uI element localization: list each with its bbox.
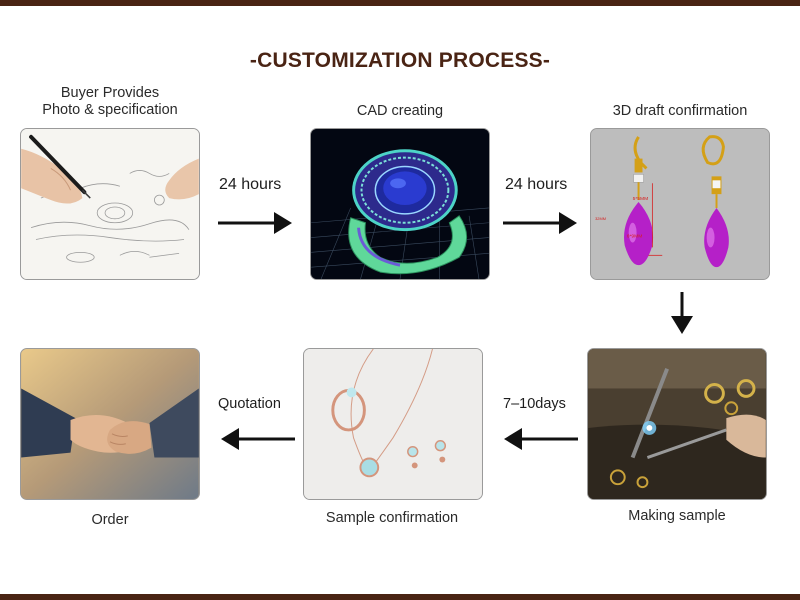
step-label-cad-creating: CAD creating	[356, 103, 444, 119]
jewelry-set-illustration	[304, 349, 482, 499]
step-label-buyer-provides: Buyer Provides Photo & specification	[20, 85, 200, 119]
dim-label-3: 32MM	[595, 216, 606, 221]
duration-step4-to-5: 7–10days	[503, 396, 566, 412]
top-band	[0, 0, 800, 6]
sketch-illustration	[21, 129, 199, 279]
image-handshake	[20, 348, 200, 500]
image-buyer-sketch	[20, 128, 200, 280]
image-making-sample	[587, 348, 767, 500]
arrow-left-icon	[502, 426, 578, 452]
step-label-sample-confirmation: Sample confirmation	[325, 510, 459, 526]
page-title: -CUSTOMIZATION PROCESS-	[249, 49, 551, 72]
step-label-3d-draft: 3D draft confirmation	[612, 103, 748, 119]
step-label-line2: Photo & specification	[42, 102, 178, 118]
duration-step1-to-2: 24 hours	[219, 176, 282, 193]
duration-step2-to-3: 24 hours	[505, 176, 568, 193]
arrow-down-icon	[669, 292, 695, 336]
arrow-right-icon	[218, 210, 294, 236]
step-label-order: Order	[91, 512, 129, 528]
duration-step5-to-6: Quotation	[218, 396, 281, 412]
arrow-right-icon	[503, 210, 579, 236]
arrow-left-icon	[219, 426, 295, 452]
image-sample-confirmation	[303, 348, 483, 500]
step-label-line1: Buyer Provides	[60, 85, 160, 101]
cad-illustration	[311, 129, 489, 279]
draft-illustration: 5*5MM 6*9MM 32MM	[591, 129, 769, 279]
image-cad-render	[310, 128, 490, 280]
step-label-making-sample: Making sample	[628, 508, 726, 524]
image-3d-draft: 5*5MM 6*9MM 32MM	[590, 128, 770, 280]
dim-label-1: 5*5MM	[633, 196, 649, 202]
workshop-illustration	[588, 349, 766, 499]
handshake-illustration	[21, 349, 199, 499]
dim-label-2: 6*9MM	[627, 234, 643, 240]
bottom-band	[0, 594, 800, 600]
